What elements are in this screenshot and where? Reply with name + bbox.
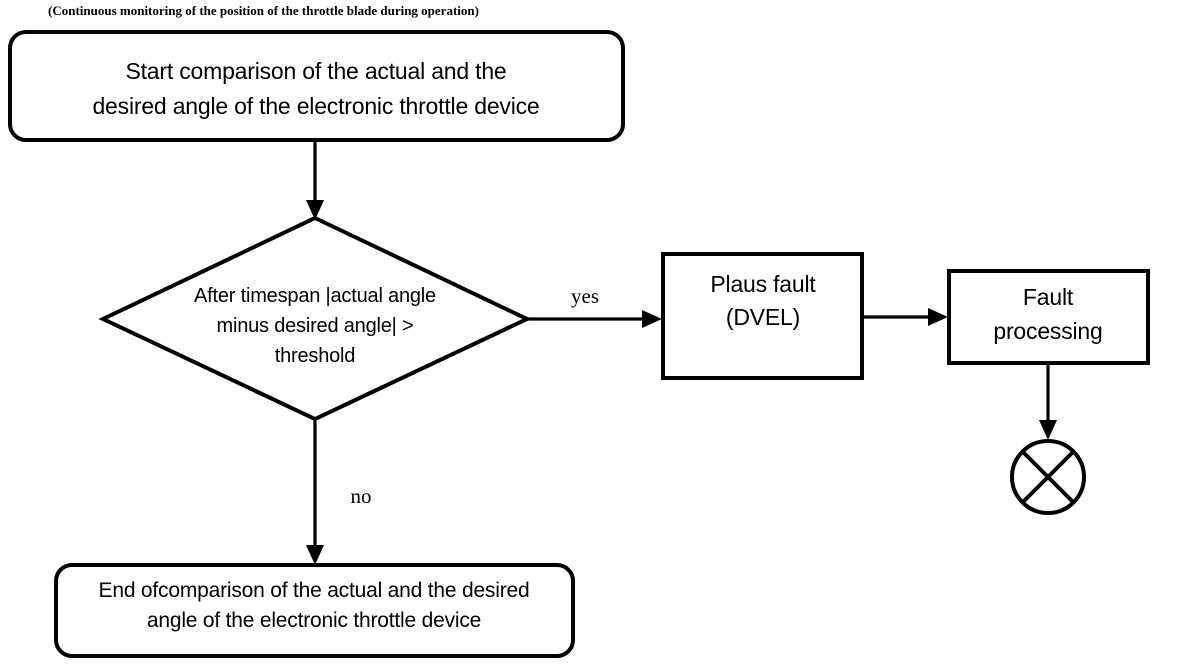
- node-plaus-fault[interactable]: Plaus fault (DVEL): [661, 252, 864, 380]
- node-fault-processing[interactable]: Fault processing: [947, 269, 1150, 365]
- end-box-line1: End ofcomparison of the actual and the d…: [99, 579, 530, 602]
- node-terminator[interactable]: [1010, 439, 1086, 515]
- edge-fault-to-terminator: [1039, 363, 1057, 440]
- edge-decision-yes: yes: [527, 284, 662, 328]
- fault-processing-line1: Fault: [1023, 284, 1074, 310]
- node-start[interactable]: Start comparison of the actual and the d…: [8, 30, 625, 142]
- edge-start-to-decision-arrowhead: [306, 200, 324, 220]
- decision-line3: threshold: [275, 345, 355, 367]
- node-decision[interactable]: After timespan |actual angle minus desir…: [98, 215, 532, 422]
- start-box-line1: Start comparison of the actual and the: [125, 58, 506, 84]
- fault-processing-line2: processing: [993, 318, 1102, 344]
- plaus-fault-line1: Plaus fault: [710, 271, 816, 297]
- start-box-line2: desired angle of the electronic throttle…: [92, 93, 539, 119]
- start-box-shape: [8, 30, 625, 142]
- plaus-fault-line2: (DVEL): [726, 304, 800, 330]
- edge-fault-to-terminator-arrowhead: [1039, 420, 1057, 440]
- edge-label-no: no: [351, 484, 372, 508]
- edge-plaus-to-fault-arrowhead: [928, 308, 948, 326]
- decision-line1: After timespan |actual angle: [194, 285, 436, 307]
- edge-label-yes: yes: [571, 284, 599, 308]
- decision-line2: minus desired angle| >: [216, 315, 413, 337]
- end-box-line2: angle of the electronic throttle device: [147, 609, 481, 632]
- edge-decision-no-arrowhead: [306, 545, 324, 565]
- node-end[interactable]: End ofcomparison of the actual and the d…: [54, 563, 575, 658]
- edge-plaus-to-fault: [862, 308, 948, 326]
- diagram-caption: (Continuous monitoring of the position o…: [48, 3, 479, 18]
- terminator-cross-line-2: [1021, 450, 1075, 504]
- end-box-shape: [54, 563, 575, 658]
- edge-decision-no: no: [306, 419, 372, 565]
- edge-start-to-decision: [306, 140, 324, 220]
- edge-decision-yes-arrowhead: [642, 310, 662, 328]
- plaus-fault-box-shape: [661, 252, 864, 380]
- fault-processing-box-shape: [947, 269, 1150, 365]
